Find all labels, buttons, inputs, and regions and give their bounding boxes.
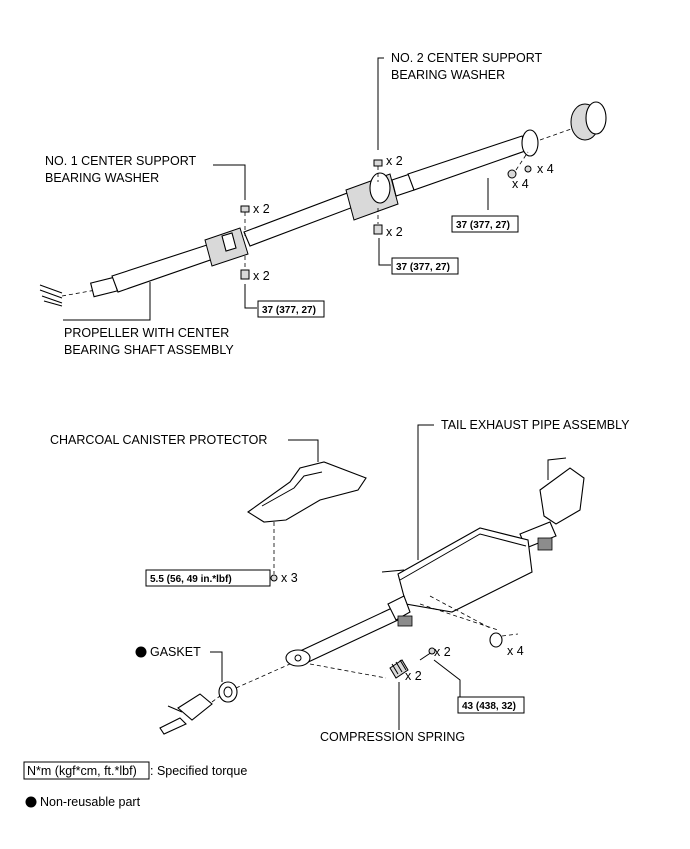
- exhaust-bolt: [419, 647, 436, 661]
- torque-protector: 5.5 (56, 49 in.*lbf): [150, 574, 232, 585]
- compression-spring: [389, 659, 409, 679]
- qty-no1-washer: x 2: [253, 202, 270, 216]
- no2-washer-label-line2: BEARING WASHER: [391, 68, 505, 82]
- washer-no1: [240, 205, 250, 236]
- qty-exhaust-bolt: x 2: [434, 645, 451, 659]
- gasket-label: GASKET: [150, 645, 201, 659]
- qty-rear-nut: x 4: [537, 162, 554, 176]
- torque-rear-flange: 37 (377, 27): [456, 220, 510, 231]
- canister-protector-label: CHARCOAL CANISTER PROTECTOR: [50, 433, 267, 447]
- qty-hanger: x 4: [507, 644, 524, 658]
- nut-rear: [507, 151, 529, 179]
- hanger: [489, 632, 519, 648]
- qty-rear-bolt: x 4: [512, 177, 529, 191]
- torque-exhaust-joint: 43 (438, 32): [462, 701, 516, 712]
- legend-nonreusable: Non-reusable part: [40, 795, 141, 809]
- no1-washer-label-line2: BEARING WASHER: [45, 171, 159, 185]
- bolt-center: [373, 208, 383, 235]
- bolt-rear: [524, 165, 532, 173]
- front-pipe: [159, 693, 221, 735]
- qty-protector-bolt: x 3: [281, 571, 298, 585]
- qty-center-bolt: x 2: [386, 225, 403, 239]
- nonreusable-bullet-icon: [135, 646, 147, 658]
- qty-front-bolt: x 2: [253, 269, 270, 283]
- legend-torque-text: : Specified torque: [150, 764, 247, 778]
- propeller-shaft: [39, 101, 607, 307]
- legend-torque-box: N*m (kgf*cm, ft.*lbf): [27, 764, 137, 778]
- torque-center-support: 37 (377, 27): [396, 262, 450, 273]
- torque-front-support: 37 (377, 27): [262, 305, 316, 316]
- no1-washer-label-line1: NO. 1 CENTER SUPPORT: [45, 154, 197, 168]
- propeller-label-line1: PROPELLER WITH CENTER: [64, 326, 229, 340]
- washer-no2: [373, 159, 383, 182]
- compression-spring-label: COMPRESSION SPRING: [320, 730, 465, 744]
- qty-no2-washer: x 2: [386, 154, 403, 168]
- propeller-label-line2: BEARING SHAFT ASSEMBLY: [64, 343, 234, 357]
- qty-spring: x 2: [405, 669, 422, 683]
- canister-protector: [247, 461, 367, 574]
- gasket: [218, 681, 238, 703]
- tail-pipe-label: TAIL EXHAUST PIPE ASSEMBLY: [441, 418, 630, 432]
- protector-bolt: [270, 574, 278, 582]
- no2-washer-label-line1: NO. 2 CENTER SUPPORT: [391, 51, 543, 65]
- tail-exhaust-pipe: [285, 457, 585, 667]
- legend-bullet-icon: [25, 796, 37, 808]
- bolt-front: [240, 256, 250, 280]
